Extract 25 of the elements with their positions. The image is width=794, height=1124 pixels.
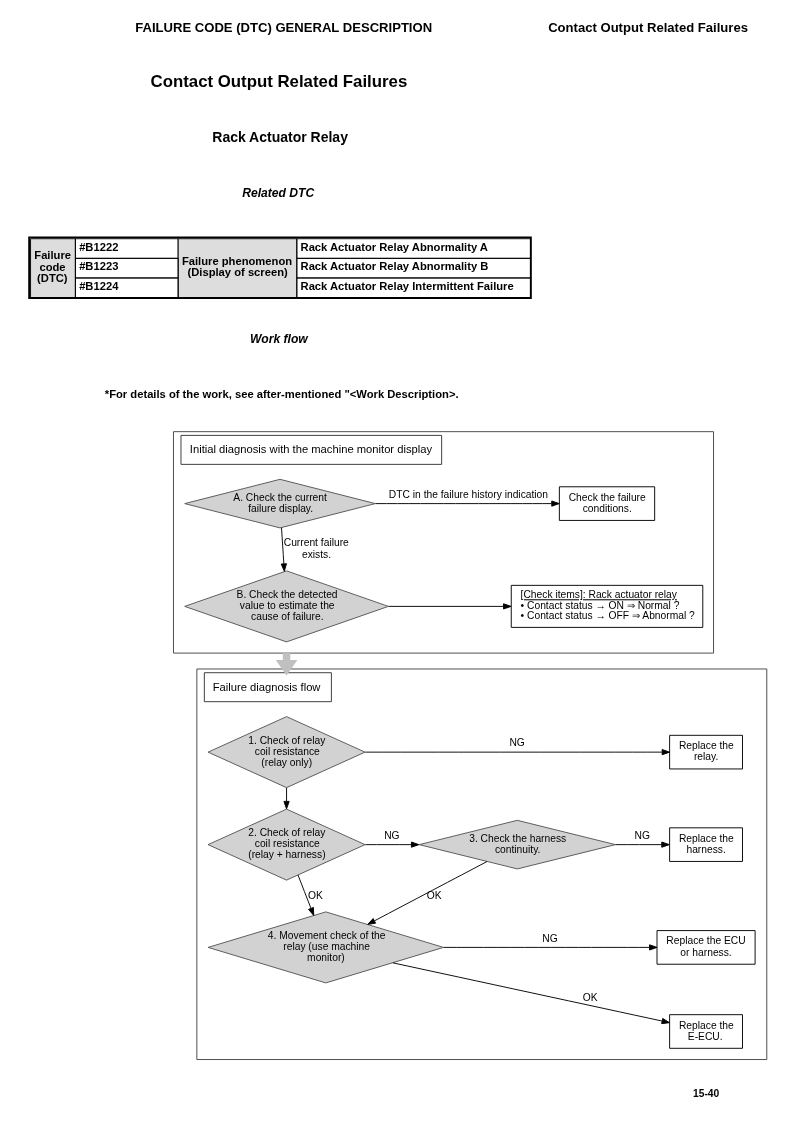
edge-label: Current failure exists.	[283, 537, 349, 560]
edge-label: NG	[508, 737, 525, 749]
label: #B1223	[78, 260, 118, 273]
label: Failure phenomenon (Display of screen)	[181, 254, 292, 279]
label: Failure code (DTC)	[33, 249, 71, 284]
label: Rack Actuator Relay Abnormality B	[300, 260, 488, 273]
label: 15-40	[692, 1087, 719, 1099]
edge-label: OK	[582, 992, 598, 1004]
edge-label: OK	[307, 889, 323, 901]
label: Related DTC	[241, 185, 314, 200]
label: Contact Output Related Failures	[547, 19, 748, 35]
edge-label: NG	[634, 829, 650, 841]
edge-label: NG	[383, 829, 400, 841]
edge-label: NG	[541, 932, 558, 944]
label: *For details of the work, see after-mentioned "<Work Description>.	[104, 388, 459, 401]
edge-label: OK	[426, 889, 442, 901]
label: Rack Actuator Relay Abnormality A	[300, 240, 488, 253]
label: Work flow	[249, 332, 308, 347]
label: #B1222	[78, 240, 118, 253]
label: Contact Output Related Failures	[150, 72, 407, 92]
label: Rack Actuator Relay Intermittent Failure	[300, 279, 514, 292]
label: FAILURE CODE (DTC) GENERAL DESCRIPTION	[134, 19, 432, 35]
label: #B1224	[78, 279, 118, 292]
edge-label: DTC in the failure history indication	[388, 488, 548, 500]
label: Rack Actuator Relay	[211, 128, 348, 145]
